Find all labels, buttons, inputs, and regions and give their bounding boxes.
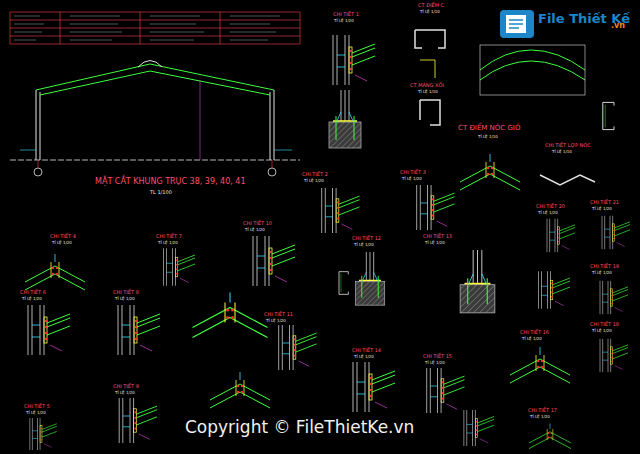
drawing-label: CHI TIẾT 14: [352, 348, 381, 354]
drawing-label: CHI TIẾT 7: [156, 234, 182, 240]
drawing-label: TỈ LỆ 1/20: [158, 241, 178, 245]
drawing-label: CHI TIẾT 16: [520, 330, 549, 336]
drawing-label: TỈ LỆ 1/20: [592, 329, 612, 333]
drawing-label: CHI TIẾT 6: [20, 290, 46, 296]
drawing-label: CHI TIẾT 10: [243, 221, 272, 227]
drawing-label: TỈ LỆ 1/20: [266, 319, 286, 323]
drawing-label: TỈ LỆ 1/20: [425, 241, 445, 245]
drawing-label: CHI TIẾT 2: [302, 172, 328, 178]
drawing-label: TỈ LỆ 1/20: [354, 243, 374, 247]
drawing-label: CHI TIẾT 9: [113, 384, 139, 390]
drawing-label: CHI TIẾT 20: [536, 204, 565, 210]
drawing-label: CHI TIẾT 11: [264, 312, 293, 318]
drawing-label: CT ĐIỂM C: [418, 3, 444, 9]
drawing-label: TỈ LỆ 1/20: [115, 297, 135, 301]
drawing-label: TỈ LỆ 1/20: [22, 297, 42, 301]
drawing-label: TỈ LỆ 1/20: [115, 391, 135, 395]
drawing-label: CHI TIẾT 15: [423, 354, 452, 360]
drawing-label: TỈ LỆ 1/20: [592, 207, 612, 211]
drawing-label: CHI TIẾT 5: [24, 404, 50, 410]
drawing-label: TỈ LỆ 1/20: [354, 355, 374, 359]
drawing-label: MẶT CẮT KHUNG TRỤC 38, 39, 40, 41: [95, 178, 246, 187]
drawing-label: TỈ LỆ 1/20: [538, 211, 558, 215]
drawing-label: TỈ LỆ 1/20: [52, 241, 72, 245]
drawing-label: CHI TIẾT LỢP NÓC: [545, 143, 591, 149]
drawing-label: CHI TIẾT 12: [352, 236, 381, 242]
drawing-label: CT ĐIỂM NÓC GIÓ: [458, 125, 520, 133]
drawing-label: CT MÁNG XỐI: [410, 83, 444, 89]
drawing-label: CHI TIẾT 19: [590, 264, 619, 270]
drawing-label: CHI TIẾT 4: [50, 234, 76, 240]
drawing-label: CHI TIẾT 18: [590, 322, 619, 328]
drawing-label: CHI TIẾT 17: [528, 408, 557, 414]
drawing-label: TỈ LỆ 1/20: [530, 415, 550, 419]
drawing-label: TỈ LỆ 1/20: [592, 271, 612, 275]
drawing-label: TỈ LỆ 1/20: [26, 411, 46, 415]
drawing-label: TỈ LỆ 1/20: [402, 177, 422, 181]
drawing-label: TL 1/100: [150, 190, 172, 196]
drawing-label: CHI TIẾT 1: [333, 12, 359, 18]
drawing-label: CHI TIẾT 21: [590, 200, 619, 206]
drawing-label: CHI TIẾT 3: [400, 170, 426, 176]
drawing-label: TỈ LỆ 1/10: [552, 150, 572, 154]
drawing-label: CHI TIẾT 8: [113, 290, 139, 296]
drawing-label: TỈ LỆ 1/10: [420, 10, 440, 14]
drawing-label: TỈ LỆ 1/20: [522, 337, 542, 341]
drawing-label: TỈ LỆ 1/10: [418, 90, 438, 94]
drawing-label: TỈ LỆ 1/20: [425, 361, 445, 365]
drawing-label: TỈ LỆ 1/20: [304, 179, 324, 183]
drawing-label: TỈ LỆ 1/10: [478, 135, 498, 139]
watermark: Copyright © FileThietKe.vn: [185, 418, 414, 437]
drawing-label: CHI TIẾT 13: [423, 234, 452, 240]
drawing-label: TỈ LỆ 1/20: [334, 19, 354, 23]
drawing-label: TỈ LỆ 1/20: [245, 228, 265, 232]
logo-text: .vn: [611, 22, 625, 31]
